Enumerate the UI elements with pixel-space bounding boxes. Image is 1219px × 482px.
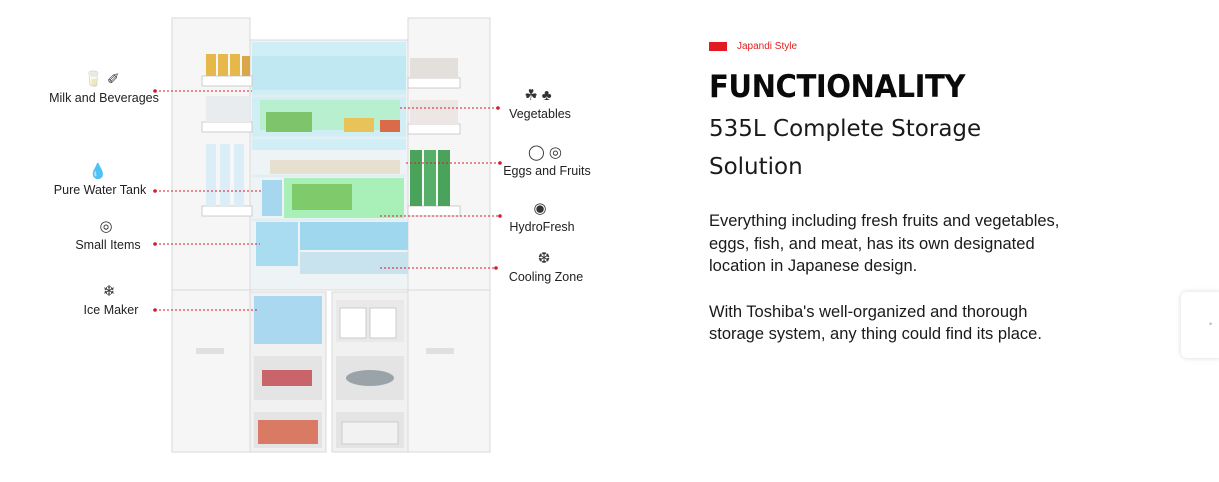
callout-cooling-zone: ❆ Cooling Zone: [506, 250, 586, 285]
ice-maker-icon: ❄: [102, 283, 120, 300]
side-floating-widget[interactable]: •: [1181, 292, 1219, 358]
description-paragraph-1: Everything including fresh fruits and ve…: [709, 212, 1060, 275]
callout-label: Milk and Beverages: [49, 91, 159, 105]
tag-label: Japandi Style: [737, 40, 798, 52]
section-subtitle: 535L Complete Storage Solution: [709, 116, 982, 180]
callout-eggs-fruits: ◯◎ Eggs and Fruits: [502, 144, 592, 179]
egg-icon: ◯◎: [528, 144, 566, 161]
callout-ice-maker: ❄ Ice Maker: [80, 283, 142, 318]
bottle-icon: 🥛✐: [84, 71, 124, 88]
description-paragraph-2: With Toshiba's well-organized and thorou…: [709, 302, 1042, 344]
callout-label: Eggs and Fruits: [503, 164, 591, 178]
functionality-section: Japandi Style FUNCTIONALITY 535L Complet…: [709, 38, 1069, 346]
widget-dot-icon: •: [1209, 319, 1213, 329]
callout-label: Small Items: [75, 238, 141, 252]
tag-swatch: [709, 41, 727, 51]
callout-label: HydroFresh: [509, 220, 575, 234]
fridge-image: [153, 17, 502, 453]
callout-vegetables: ☘♣ Vegetables: [506, 87, 574, 122]
callout-label: Vegetables: [509, 107, 571, 121]
callout-hydrofresh: ◉ HydroFresh: [507, 200, 577, 235]
callout-label: Cooling Zone: [508, 270, 584, 284]
callout-milk-beverages: 🥛✐ Milk and Beverages: [46, 71, 162, 106]
small-items-icon: ◎: [99, 218, 117, 235]
vegetables-icon: ☘♣: [524, 87, 556, 104]
callout-small-items: ◎ Small Items: [72, 218, 144, 253]
hydrofresh-icon: ◉: [533, 200, 551, 217]
cooling-fish-icon: ❆: [537, 250, 555, 267]
callout-label: Pure Water Tank: [53, 183, 147, 197]
callout-pure-water-tank: 💧 Pure Water Tank: [52, 163, 148, 198]
style-tag: Japandi Style: [709, 38, 1069, 54]
section-title: FUNCTIONALITY: [709, 69, 966, 105]
water-drop-icon: 💧: [88, 163, 112, 180]
fridge-illustration: 🥛✐ Milk and Beverages 💧 Pure Water Tank …: [46, 17, 592, 453]
callout-label: Ice Maker: [83, 303, 139, 317]
